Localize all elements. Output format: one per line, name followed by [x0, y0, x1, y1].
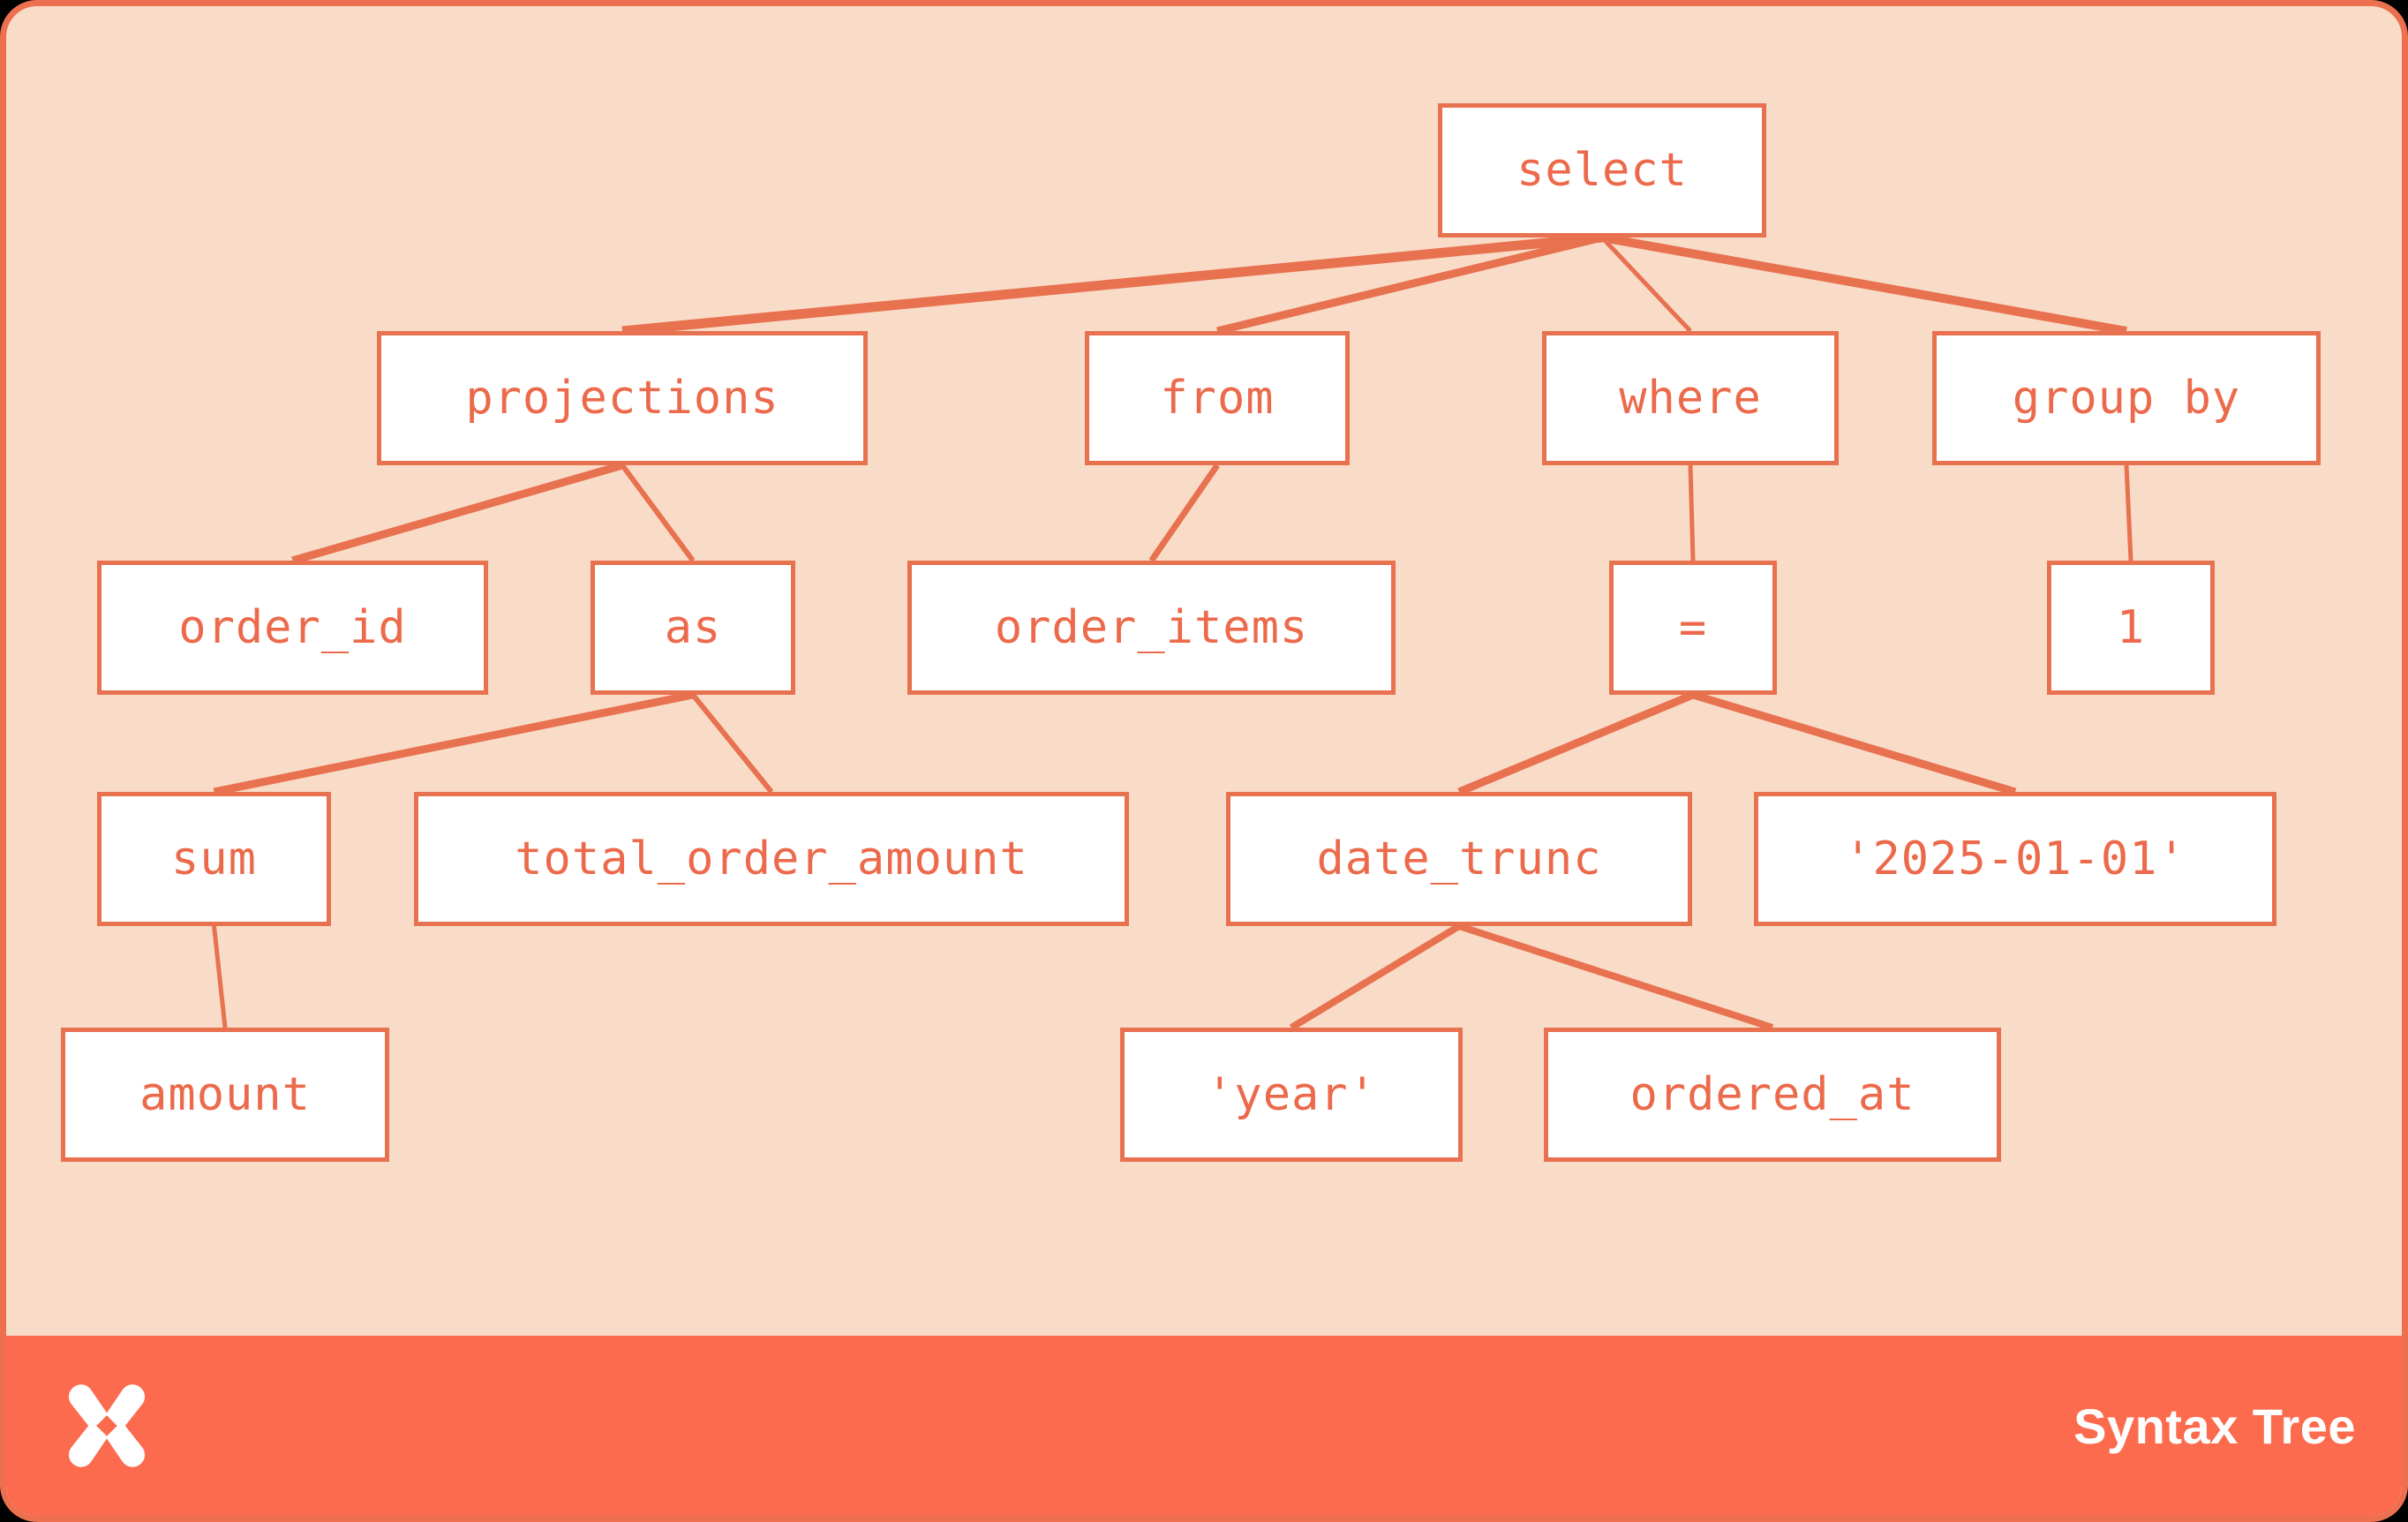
tree-node-label: 'year' — [1206, 1068, 1377, 1121]
tree-node-equals[interactable]: = — [1609, 561, 1777, 695]
tree-edge-equals-to-date-literal — [1691, 690, 2017, 796]
tree-edge-select-to-group-by — [1601, 233, 2127, 335]
tree-edge-select-to-where — [1600, 236, 1692, 333]
tree-node-amount[interactable]: amount — [61, 1028, 389, 1162]
tree-node-label: '2025-01-01' — [1844, 833, 2186, 885]
tree-edge-from-to-order-items — [1148, 463, 1220, 562]
footer-bar: Syntax Tree — [6, 1336, 2402, 1516]
tree-node-date-literal[interactable]: '2025-01-01' — [1754, 792, 2276, 926]
syntax-tree-canvas: select projections from where group by order_… — [6, 6, 2402, 1348]
tree-node-order-items[interactable]: order_items — [907, 561, 1396, 695]
tree-node-label: where — [1619, 372, 1762, 425]
tree-node-as[interactable]: as — [591, 561, 795, 695]
tree-node-label: 1 — [2116, 601, 2146, 654]
tree-edge-as-to-sum — [213, 690, 694, 796]
x-mark-logo — [61, 1380, 153, 1472]
tree-node-label: as — [664, 601, 722, 654]
tree-edge-equals-to-date-trunc — [1457, 690, 1695, 796]
tree-node-label: date_trunc — [1316, 833, 1602, 885]
tree-node-projections[interactable]: projections — [377, 331, 868, 465]
tree-node-group-by[interactable]: group by — [1932, 331, 2321, 465]
tree-node-label: amount — [139, 1068, 311, 1121]
tree-edge-projections-to-order-id — [291, 461, 624, 565]
tree-node-label: sum — [171, 833, 257, 885]
tree-node-date-trunc[interactable]: date_trunc — [1226, 792, 1692, 926]
tree-node-label: from — [1160, 372, 1275, 425]
tree-node-where[interactable]: where — [1542, 331, 1839, 465]
tree-edge-select-to-from — [1215, 233, 1604, 335]
tree-edge-date-trunc-to-ordered-at — [1457, 923, 1774, 1031]
tree-node-from[interactable]: from — [1085, 331, 1350, 465]
tree-node-label: ordered_at — [1629, 1068, 1915, 1121]
tree-node-label: projections — [465, 372, 779, 425]
footer-title: Syntax Tree — [2073, 1398, 2356, 1454]
tree-node-label: select — [1516, 144, 1688, 197]
tree-node-total-order-amount[interactable]: total_order_amount — [414, 792, 1129, 926]
tree-node-label: total_order_amount — [515, 833, 1028, 885]
tree-edge-group-by-to-one — [2124, 464, 2133, 561]
tree-node-label: group by — [2012, 372, 2241, 425]
tree-node-year-literal[interactable]: 'year' — [1120, 1028, 1463, 1162]
tree-node-one[interactable]: 1 — [2047, 561, 2215, 695]
tree-node-select[interactable]: select — [1438, 103, 1766, 237]
tree-edge-sum-to-amount — [212, 925, 228, 1028]
tree-node-label: = — [1678, 601, 1708, 654]
tree-node-order-id[interactable]: order_id — [97, 561, 488, 695]
tree-edge-projections-to-as — [620, 463, 696, 562]
tree-edge-select-to-projections — [621, 232, 1603, 336]
tree-edge-where-to-equals — [1688, 464, 1696, 561]
tree-node-sum[interactable]: sum — [97, 792, 331, 926]
tree-edges — [212, 232, 2133, 1031]
tree-edge-date-trunc-to-year-literal — [1289, 923, 1462, 1031]
tree-node-ordered-at[interactable]: ordered_at — [1544, 1028, 2001, 1162]
tree-node-label: order_id — [178, 601, 407, 654]
tree-node-label: order_items — [994, 601, 1309, 654]
tree-edge-as-to-total-order-amount — [690, 693, 774, 794]
